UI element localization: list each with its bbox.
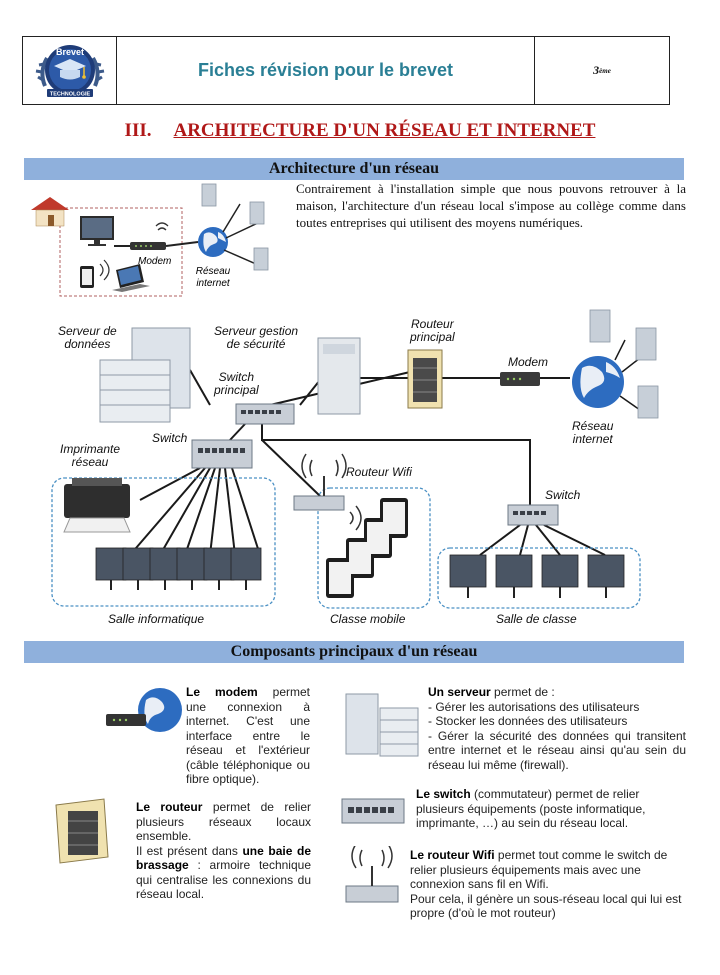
label-modem: Modem [508, 355, 549, 369]
printer-icon [63, 478, 131, 533]
school-network-diagram [51, 309, 659, 609]
component-server-text: Un serveur permet de : - Gérer les autor… [428, 685, 686, 772]
laptop-icon [112, 264, 150, 292]
internet-globe-icon [198, 227, 228, 257]
label-switch-left: Switch [152, 431, 188, 445]
main-switch-icon [235, 403, 295, 425]
component-switch-icon [341, 798, 405, 824]
home-internet-label-2: internet [196, 278, 231, 289]
main-router-rack-icon [407, 349, 443, 409]
component-modem-text: Le modem permet une connexion à internet… [186, 685, 311, 786]
subsection-band-components: Composants principaux d'un réseau [24, 641, 684, 663]
component-router-rack-icon [55, 798, 109, 864]
subsection-band-architecture: Architecture d'un réseau [24, 158, 684, 180]
component-wifi-router-icon [345, 846, 399, 903]
it-room-monitors [95, 547, 262, 581]
section-number: III. [124, 120, 152, 141]
component-wifi-text: Le routeur Wifi permet tout comme le swi… [410, 848, 682, 920]
wifi-router-icon [293, 453, 347, 511]
wifi-waves-icon [349, 505, 362, 531]
label-room-mobile: Classe mobile [330, 612, 406, 626]
desktop-computer-icon [80, 216, 114, 246]
component-server-icon [345, 693, 419, 757]
internet-servers-icon [589, 309, 659, 419]
svg-text:Brevet: Brevet [55, 47, 83, 57]
tablet-icon [80, 266, 94, 288]
home-internet-label-1: Réseau [196, 266, 231, 277]
class-room-monitors [449, 554, 625, 588]
intro-paragraph: Contrairement à l'installation simple qu… [296, 181, 686, 230]
component-router-text: Le routeur permet de relier plusieurs ré… [136, 800, 312, 901]
label-switch-right: Switch [545, 488, 581, 502]
brevet-logo-icon: Brevet TECHNOLOGIE [35, 44, 104, 97]
label-room-class: Salle de classe [496, 612, 577, 626]
main-modem-icon [500, 372, 540, 386]
home-network-diagram: Modem Réseau internet [31, 183, 269, 297]
brevet-logo: Brevet TECHNOLOGIE [23, 37, 117, 104]
section-heading: III. ARCHITECTURE D'UN RÉSEAU ET INTERNET [0, 120, 720, 142]
svg-text:TECHNOLOGIE: TECHNOLOGIE [49, 91, 90, 97]
data-server-icon [99, 327, 191, 423]
label-wifi-router: Routeur Wifi [346, 465, 412, 479]
server-icon [201, 183, 269, 271]
house-icon [31, 197, 69, 227]
modem-icon [130, 222, 169, 250]
room-mobile-border [317, 487, 431, 609]
label-room-it: Salle informatique [108, 612, 205, 626]
section-title: ARCHITECTURE D'UN RÉSEAU ET INTERNET [173, 120, 596, 141]
it-room-monitor-stands [110, 580, 247, 590]
right-switch-icon [507, 504, 559, 526]
page-header-title: Fiches révision pour le brevet [117, 37, 535, 104]
component-switch-text: Le switch (commutateur) permet de relier… [416, 787, 646, 830]
network-cables [129, 369, 606, 556]
page-header: Brevet TECHNOLOGIE Fiches révision pour … [22, 36, 670, 105]
home-modem-label: Modem [138, 256, 171, 267]
component-modem-icon [106, 688, 182, 732]
main-internet-globe-icon [572, 356, 624, 408]
left-switch-icon [191, 439, 253, 469]
room-class-border [437, 547, 641, 609]
security-server-icon [317, 337, 361, 415]
room-it-border [51, 477, 276, 607]
